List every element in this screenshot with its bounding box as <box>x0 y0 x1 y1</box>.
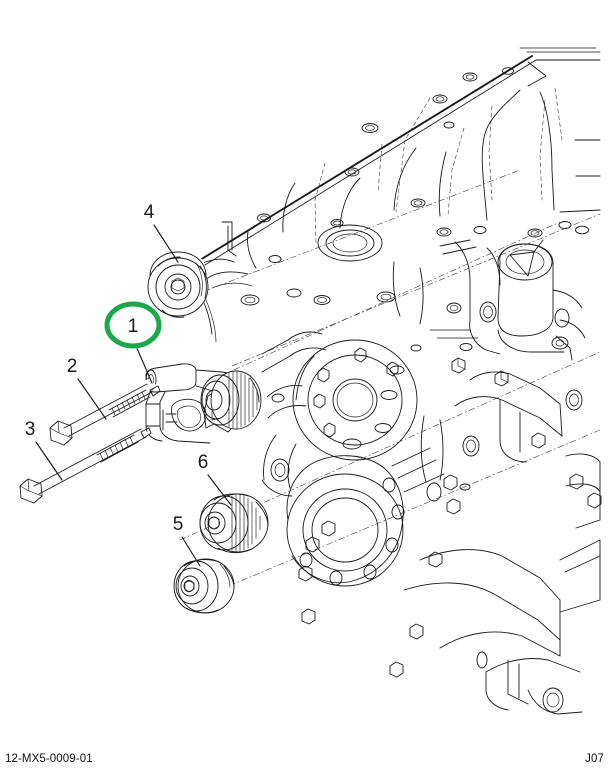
leader-line-1 <box>135 345 153 384</box>
leader-line-6 <box>207 474 232 506</box>
callout-label-4: 4 <box>144 202 155 223</box>
front-cover-bore <box>286 455 405 587</box>
callout-label-2: 2 <box>67 356 78 377</box>
leader-line-3 <box>35 441 63 481</box>
part-pulley-5 <box>173 558 235 614</box>
part-belt-tensioner-assembly <box>140 362 268 452</box>
block-fasteners <box>298 357 602 678</box>
callout-label-5: 5 <box>173 514 184 535</box>
bolt-3-threads <box>96 434 139 463</box>
part-bolt-3 <box>19 426 152 504</box>
engine-block-illustration <box>149 47 602 715</box>
callout-label-3: 3 <box>25 419 36 440</box>
part-bolt-2 <box>49 379 161 446</box>
callout-numbers: 1 2 3 4 5 6 <box>25 202 209 535</box>
upper-right-boss <box>497 239 586 361</box>
callout-label-1: 1 <box>128 316 139 337</box>
drawing-number: 12-MX5-0009-01 <box>5 753 93 765</box>
deck-bolt-holes <box>257 67 589 263</box>
part-pulley-6 <box>199 493 269 554</box>
drawing-revision-code: J07 <box>585 753 604 765</box>
leader-line-5 <box>181 536 201 567</box>
part-idler-pulley-4 <box>147 251 209 321</box>
lower-right-flange <box>403 539 601 715</box>
crankshaft-hub <box>292 339 418 461</box>
bolt-2-threads <box>108 389 151 418</box>
callout-leader-lines <box>35 224 232 567</box>
callout-label-6: 6 <box>198 452 209 473</box>
leader-line-4 <box>153 224 179 263</box>
highlight-ring-callout-1 <box>104 301 162 349</box>
leader-line-2 <box>77 378 107 420</box>
